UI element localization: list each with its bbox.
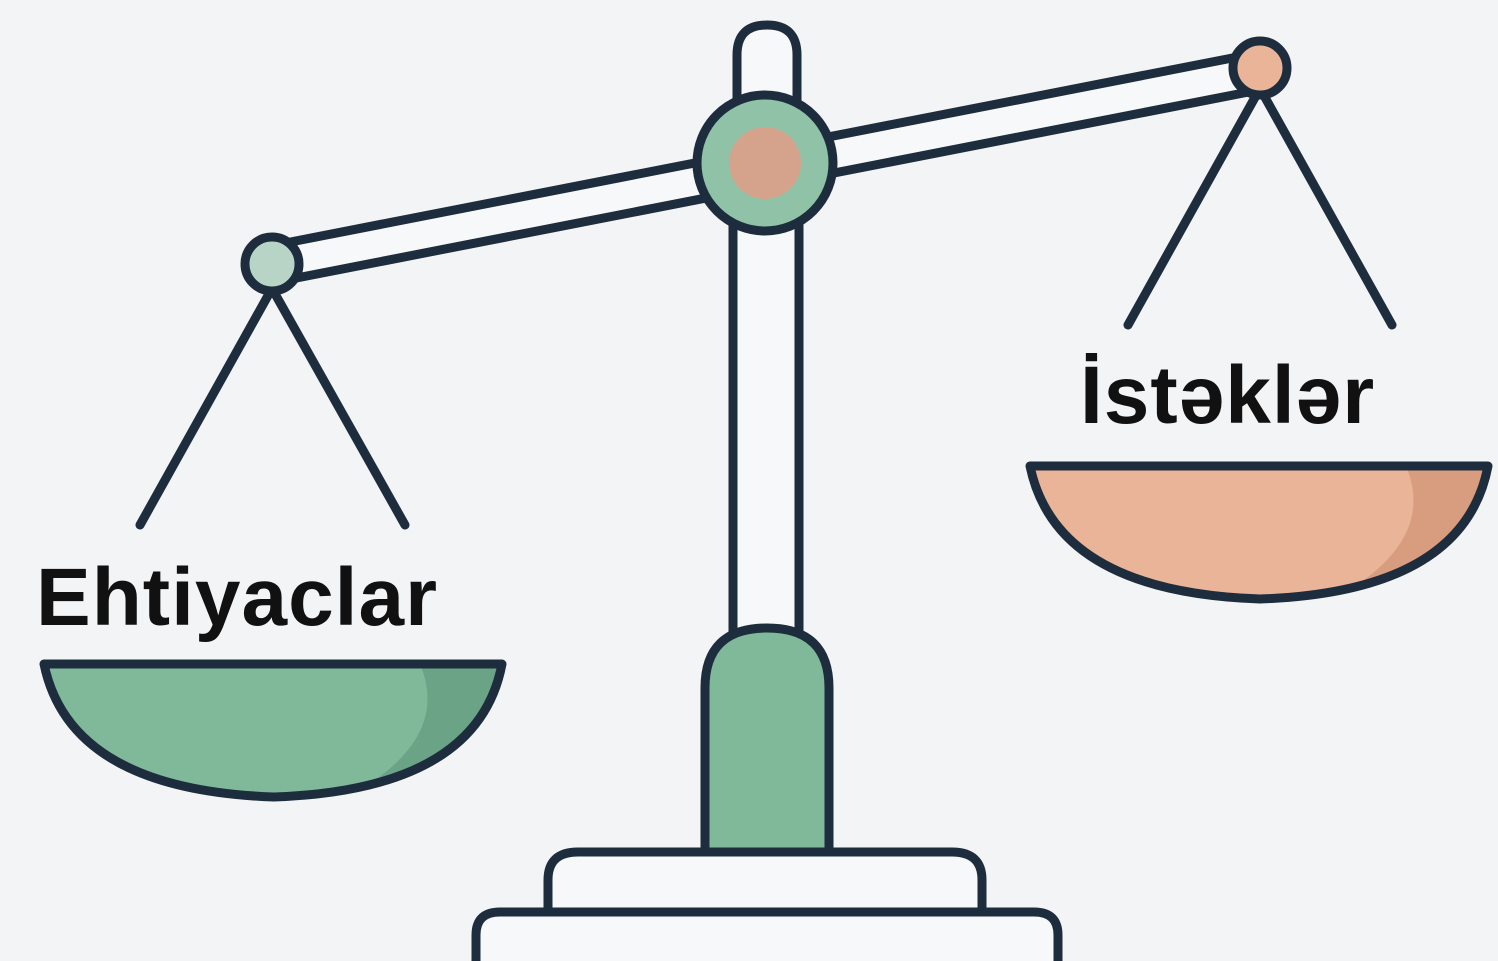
left-pan <box>39 659 507 802</box>
needs-label: Ehtiyaclar <box>36 552 438 643</box>
scale-base <box>471 907 1063 961</box>
wants-label: İstəklər <box>1080 350 1376 441</box>
left-beam-joint <box>240 232 304 296</box>
right-pan-string <box>1123 87 1263 330</box>
right-pan <box>1025 461 1493 604</box>
right-pan-string <box>1257 87 1397 330</box>
scale-pivot-center <box>729 127 801 199</box>
right-beam-joint <box>1228 36 1292 100</box>
scale-base-step <box>543 847 987 917</box>
left-pan-string <box>269 287 410 530</box>
left-pan-string <box>135 287 275 530</box>
scale-post <box>700 623 834 857</box>
scale-column <box>728 195 804 665</box>
